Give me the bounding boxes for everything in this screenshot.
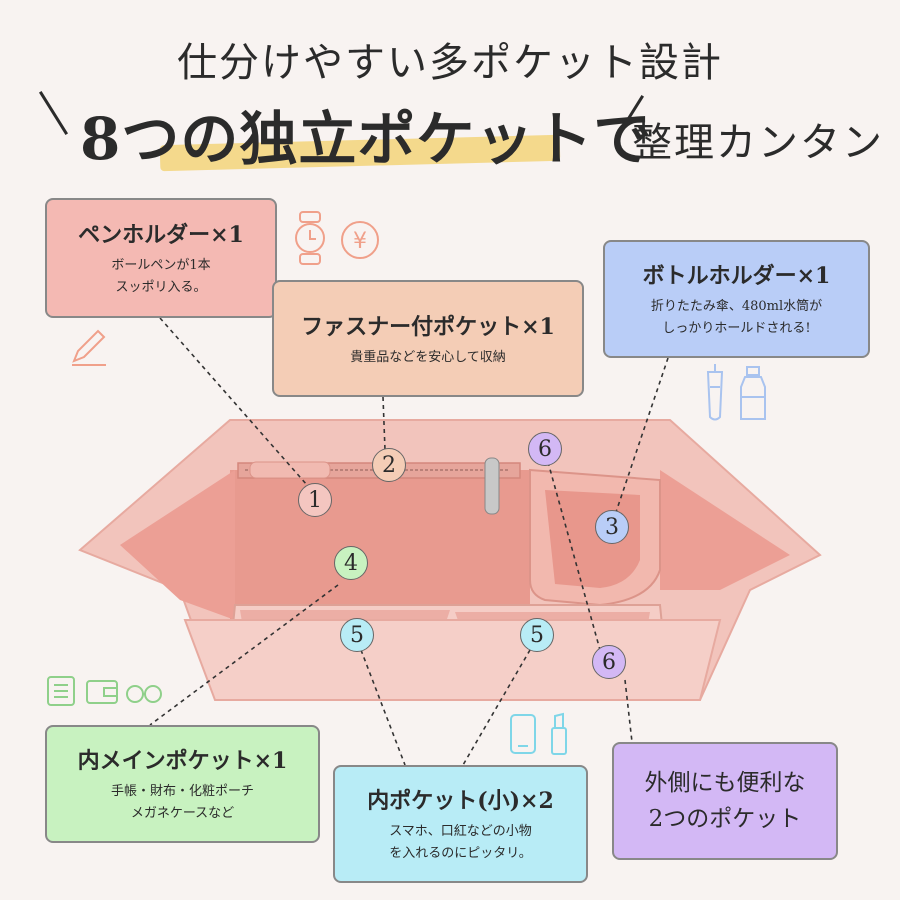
callout-outer-title-2: 2つのポケット: [648, 806, 802, 832]
svg-text:¥: ¥: [353, 229, 367, 254]
marker-2-zipper-pocket: 2: [372, 448, 406, 482]
watch-icon: [295, 211, 325, 265]
callout-bottle-desc-2: しっかりホールドされる!: [662, 321, 811, 336]
callout-bottle-desc-1: 折りたたみ傘、480ml水筒が: [650, 299, 823, 314]
callout-pen-desc-1: ボールペンが1本: [111, 258, 211, 273]
marker-5-small-pocket-right: 5: [520, 618, 554, 652]
pen-icon: [72, 329, 106, 366]
bottle-icon: [740, 366, 766, 420]
callout-main-desc-2: メガネケースなど: [130, 806, 235, 821]
callout-pen-desc-2: スッポリ入る。: [115, 280, 207, 295]
phone-icon: [510, 714, 536, 754]
yen-coin-icon: ¥: [341, 221, 379, 259]
headline-sub: 整理カンタン: [632, 120, 884, 166]
headline-top: 仕分けやすい多ポケット設計: [177, 40, 723, 86]
pen-holder-shape: [249, 461, 331, 479]
headline-main: 8つの独立ポケットで: [80, 105, 653, 173]
callout-zipper-pocket: ファスナー付ポケット×1 貴重品などを安心して収納: [272, 280, 584, 397]
umbrella-icon: [706, 364, 724, 421]
marker-6-outer-bottom: 6: [592, 645, 626, 679]
bag-interior-left: [120, 470, 235, 620]
callout-zip-title: ファスナー付ポケット×1: [301, 313, 555, 340]
callout-main-desc-1: 手帳・財布・化粧ポーチ: [110, 784, 254, 799]
wallet-icon: [86, 680, 118, 704]
callout-main-pocket: 内メインポケット×1 手帳・財布・化粧ポーチ メガネケースなど: [45, 725, 320, 843]
callout-outer-pockets: 外側にも便利な 2つのポケット: [612, 742, 838, 860]
callout-small-title: 内ポケット(小)×2: [367, 788, 554, 814]
zipper-pull: [484, 457, 500, 515]
notebook-icon: [47, 676, 75, 706]
bag-interior-right: [660, 470, 790, 590]
callout-small-pockets: 内ポケット(小)×2 スマホ、口紅などの小物 を入れるのにピッタリ。: [333, 765, 588, 883]
callout-main-title: 内メインポケット×1: [77, 748, 288, 774]
glasses-icon: [126, 685, 162, 703]
marker-1-pen-holder: 1: [298, 483, 332, 517]
bag-front-wall: [183, 619, 722, 701]
marker-3-bottle-holder: 3: [595, 510, 629, 544]
marker-6-outer-top: 6: [528, 432, 562, 466]
callout-pen-title: ペンホルダー×1: [78, 222, 244, 248]
callout-small-desc-2: を入れるのにピッタリ。: [389, 846, 532, 861]
callout-bottle-holder: ボトルホルダー×1 折りたたみ傘、480ml水筒が しっかりホールドされる!: [603, 240, 870, 358]
callout-pen-holder: ペンホルダー×1 ボールペンが1本 スッポリ入る。: [45, 198, 277, 318]
lipstick-icon: [551, 712, 567, 755]
callout-zip-desc: 貴重品などを安心して収納: [350, 349, 506, 365]
marker-4-main-pocket: 4: [334, 546, 368, 580]
callout-small-desc-1: スマホ、口紅などの小物: [389, 824, 532, 839]
callout-bottle-title: ボトルホルダー×1: [642, 263, 831, 289]
bottle-holder-inner: [545, 490, 640, 588]
marker-5-small-pocket-left: 5: [340, 618, 374, 652]
callout-outer-title-1: 外側にも便利な: [644, 770, 806, 796]
